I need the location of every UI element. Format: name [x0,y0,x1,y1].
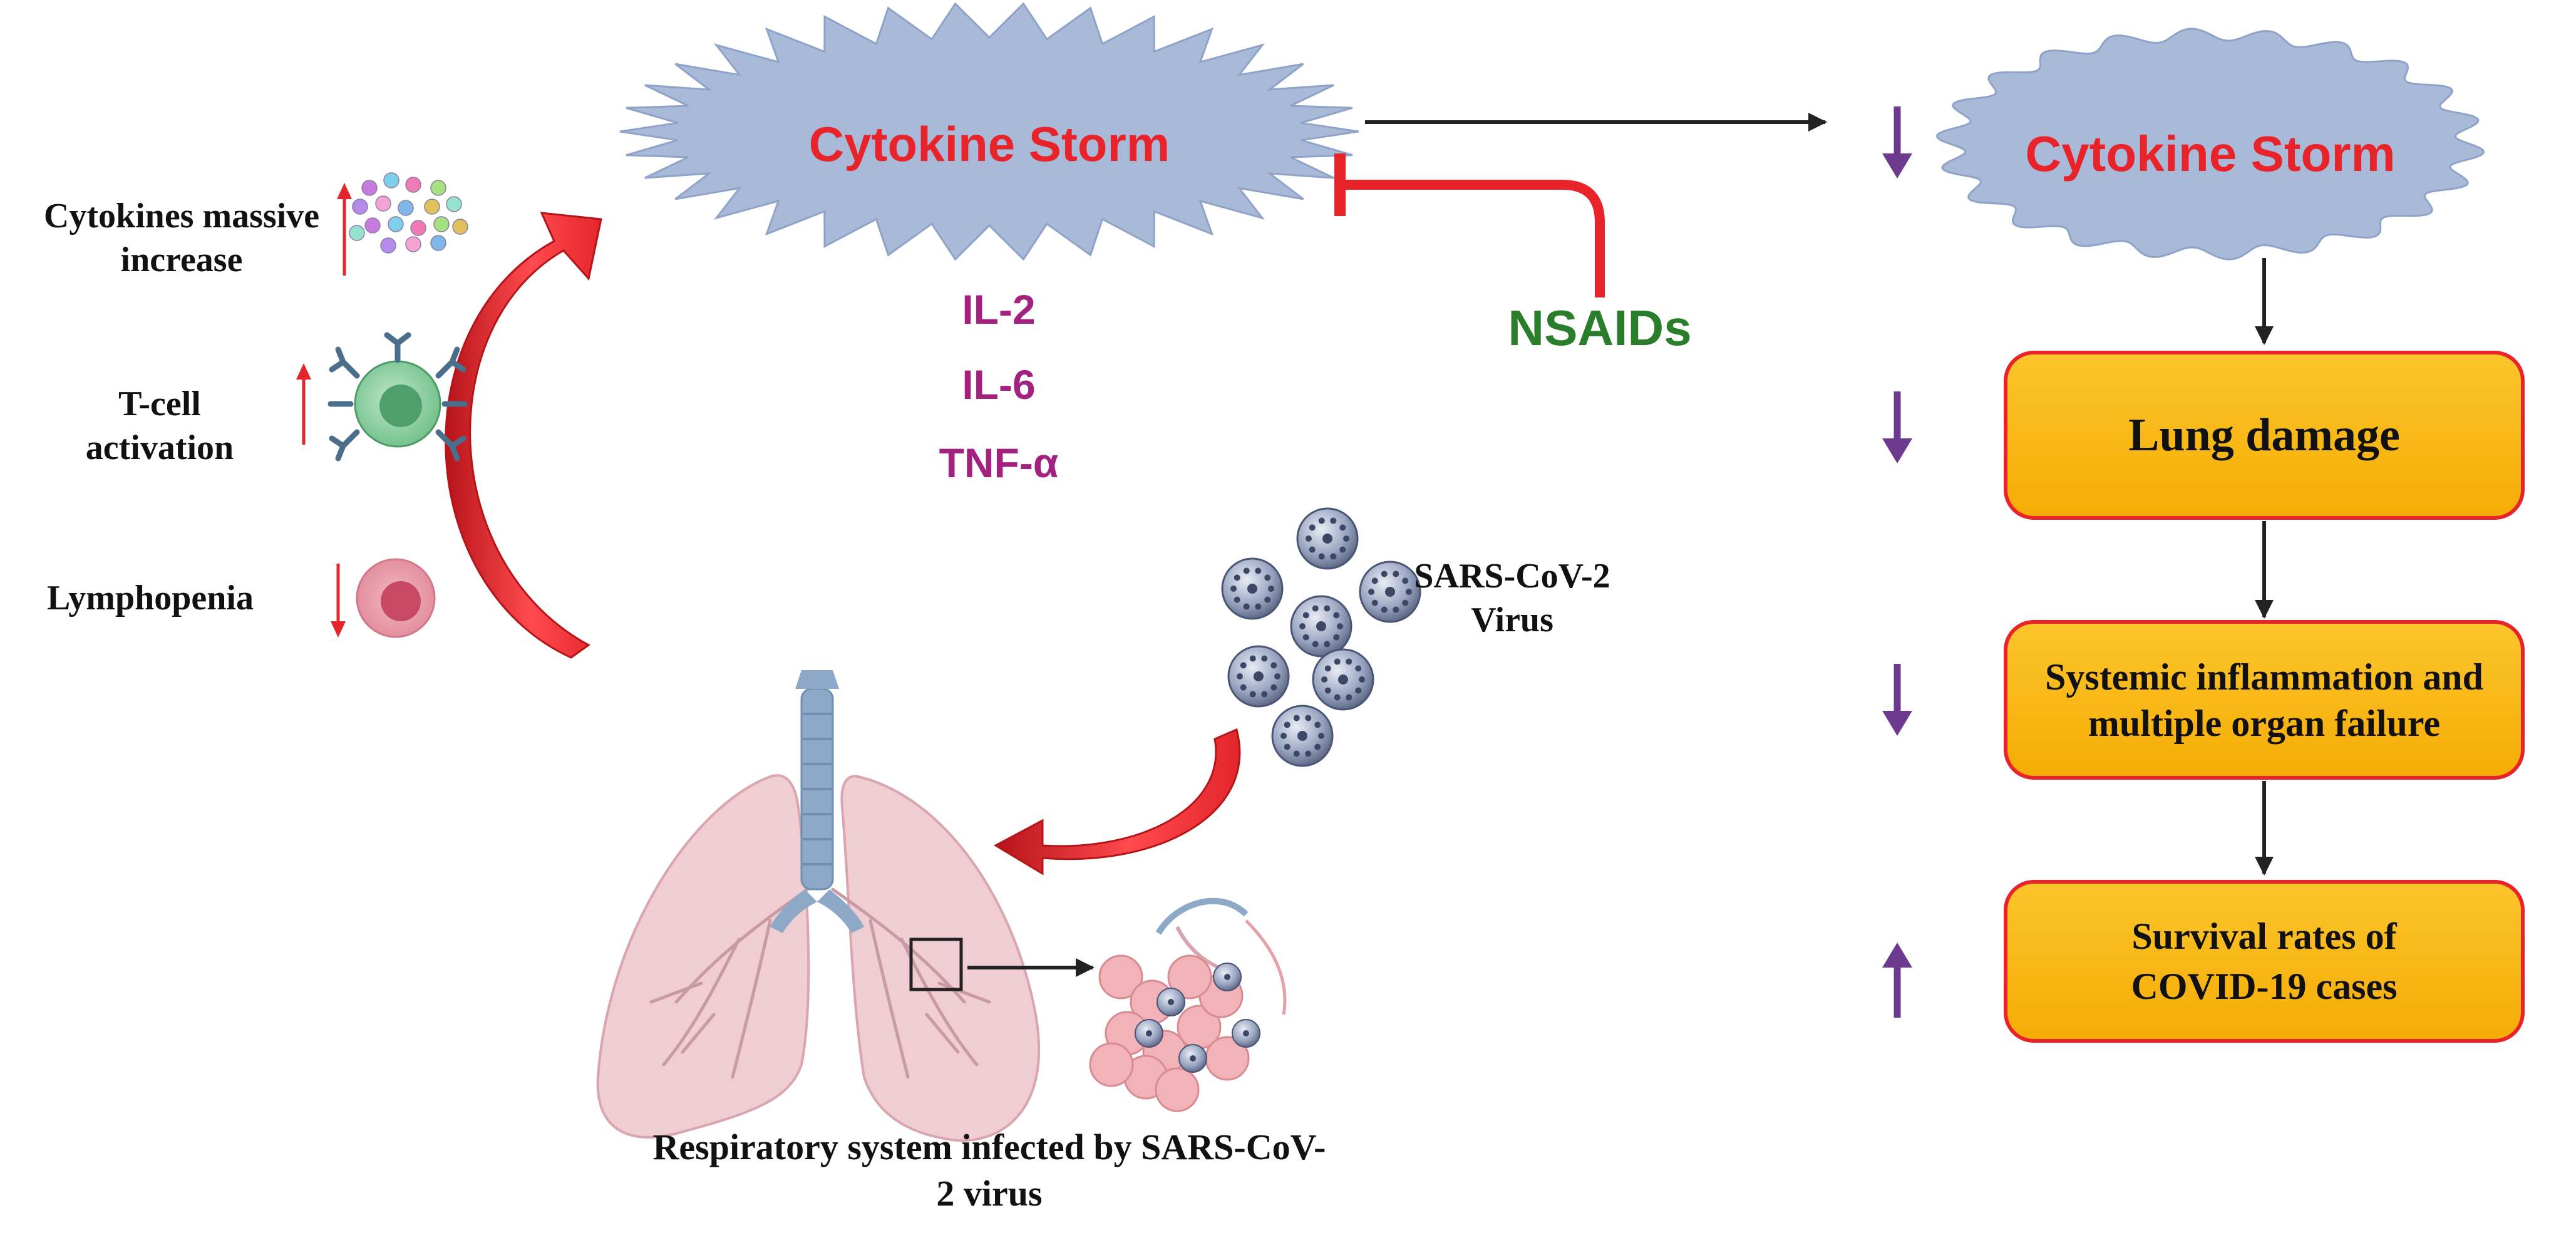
survival-rates-box: Survival rates of COVID-19 cases [2004,880,2525,1043]
systemic-inflammation-label: Systemic inflammation and multiple organ… [2044,656,2484,744]
cytokine-il6: IL-6 [962,361,1036,408]
survival-rates-label: Survival rates of COVID-19 cases [2131,916,2398,1007]
respiratory-system-label: Respiratory system infected by SARS-CoV-… [652,1127,1326,1214]
systemic-inflammation-box: Systemic inflammation and multiple organ… [2004,620,2525,780]
cytokine-storm-right-title: Cytokine Storm [2025,126,2396,182]
virus-to-lung-arrow [993,728,1241,876]
sars-cov-2-label: SARS-CoV-2 Virus [1414,557,1610,639]
cytokine-storm-title: Cytokine Storm [808,116,1170,172]
lung-damage-box: Lung damage [2004,351,2525,520]
nsaids-label: NSAIDs [1508,300,1692,356]
cytokine-storm-cloud-shape [1935,28,2485,261]
cytokine-particles-icon [349,172,468,254]
lungs-icon [596,670,1041,1142]
alveoli-icon [1089,897,1287,1112]
t-cell-activation-label: T-cell activation [85,385,234,467]
lymphopenia-label: Lymphopenia [47,579,254,617]
cytokine-tnf-alpha: TNF-α [939,440,1059,486]
left-trend-arrows [296,183,352,638]
feedback-curved-arrow [445,212,602,659]
t-cell-icon [327,332,468,462]
virus-particles-icon [1221,507,1421,767]
trend-arrows [1882,106,1912,1018]
lung-damage-label: Lung damage [2128,409,2400,461]
cytokines-increase-label: Cytokines massive increase [43,197,320,279]
cytokine-storm-burst-shape [619,2,1359,261]
lymphocyte-icon [356,558,436,638]
nsaids-inhibition-line [1340,180,1605,297]
cytokine-il2: IL-2 [962,286,1036,333]
